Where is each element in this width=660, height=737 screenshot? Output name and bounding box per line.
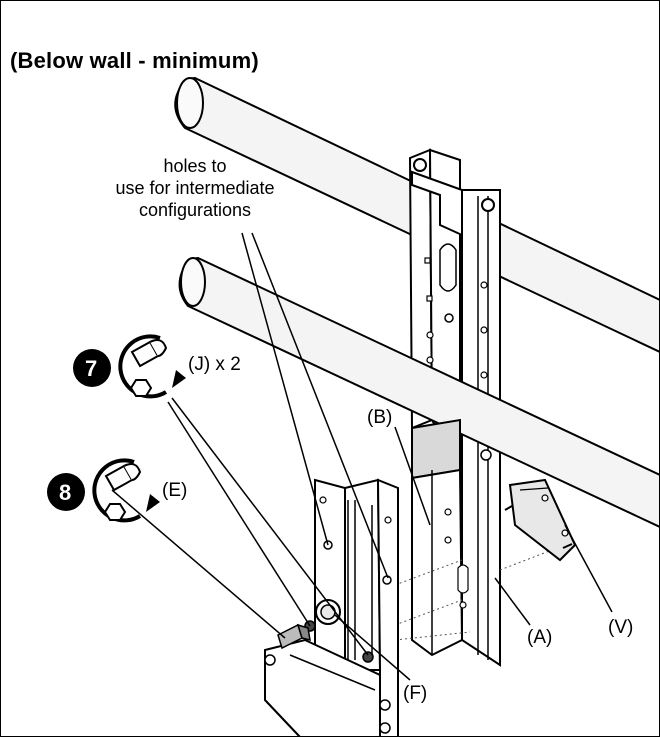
holes-note-line-2: use for intermediate: [115, 178, 275, 198]
holes-note-line-3: configurations: [138, 200, 252, 220]
step-8-label: (E): [162, 480, 188, 501]
diagram-title: (Below wall - minimum): [10, 48, 259, 73]
rail-b: [411, 418, 492, 657]
holes-note-line-1: holes to: [163, 156, 227, 176]
step-8-number: 8: [59, 480, 72, 505]
holes-note: holes to use for intermediate configurat…: [70, 155, 320, 221]
part-label-f: (F): [403, 683, 428, 704]
step-7-label: (J) x 2: [188, 354, 241, 375]
step-7-number: 7: [85, 356, 98, 381]
part-label-v: (V): [608, 617, 634, 638]
step-8-icon: [47, 458, 160, 523]
part-label-b: (B): [367, 407, 393, 428]
wall-plate-v: [504, 478, 577, 562]
lower-pipe: [178, 256, 660, 529]
leader-lines: [111, 232, 613, 681]
alignment-lines: [394, 544, 566, 641]
part-label-a: (A): [527, 627, 553, 648]
step-7-icon: [73, 334, 186, 399]
lower-bracket: [264, 478, 399, 737]
